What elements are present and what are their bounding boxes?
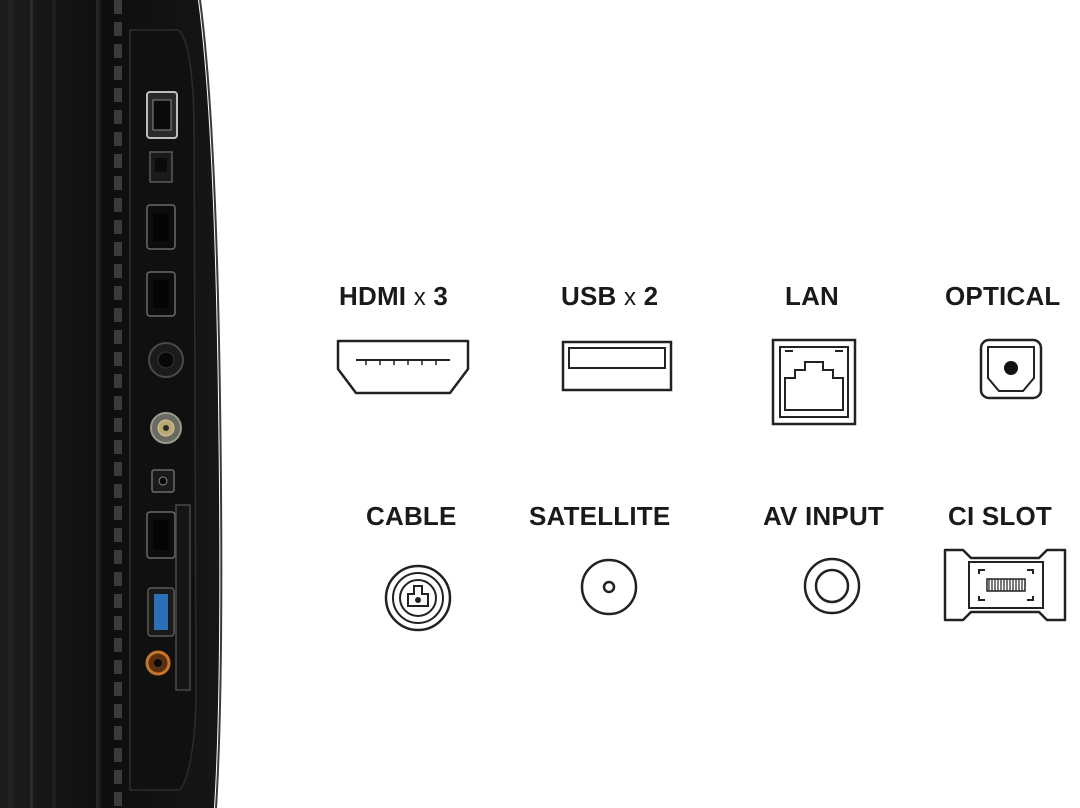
satellite-port-icon	[580, 558, 638, 616]
hdmi-port-icon	[336, 339, 470, 395]
optical-port-icon	[979, 338, 1043, 400]
usb-label-name: USB	[561, 281, 617, 311]
tv-side-panel-image	[0, 0, 230, 808]
lan-label: LAN	[785, 281, 840, 311]
usb-label-multiplier: x	[623, 284, 637, 311]
satellite-label: SATELLITE	[529, 501, 671, 531]
ci-slot-icon	[943, 548, 1073, 622]
hdmi-label-count: 3	[433, 281, 448, 311]
cable-label: CABLE	[366, 501, 457, 531]
ci-slot-label: CI SLOT	[948, 501, 1052, 531]
av-input-port-icon	[803, 557, 861, 615]
av-input-label: AV INPUT	[763, 501, 885, 531]
lan-port-icon	[771, 338, 857, 426]
usb-label: USB x 2	[561, 281, 658, 312]
usb-label-count: 2	[643, 281, 659, 311]
usb-port-icon	[561, 340, 673, 392]
hdmi-label-name: HDMI	[339, 281, 407, 311]
hdmi-label: HDMI x 3	[339, 281, 448, 312]
cable-port-icon	[384, 564, 452, 632]
optical-label: OPTICAL	[945, 281, 1061, 311]
hdmi-label-multiplier: x	[413, 284, 426, 311]
